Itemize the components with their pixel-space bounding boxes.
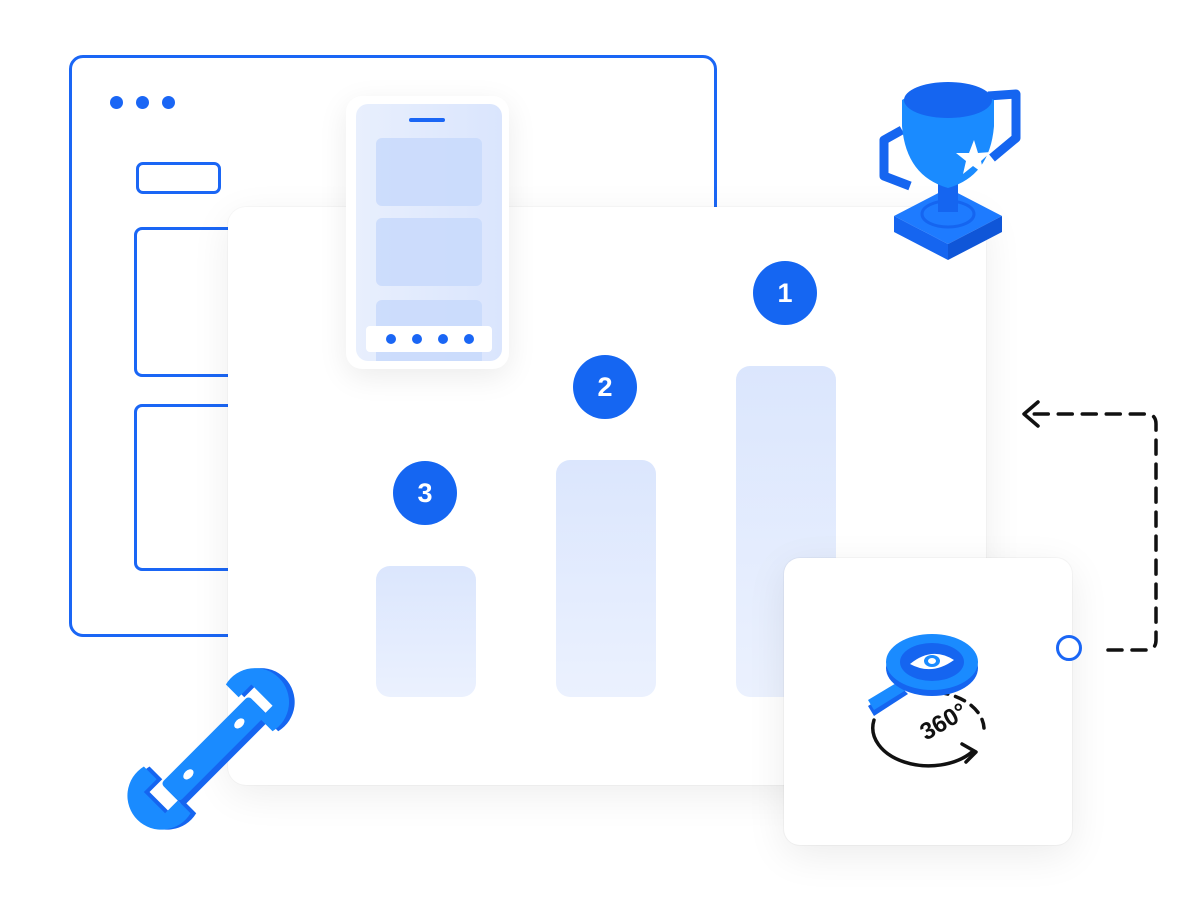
- wrench-icon: [127, 668, 295, 830]
- view360-card: [784, 558, 1072, 845]
- rank-label: 2: [597, 371, 613, 402]
- phone-screen: [356, 104, 502, 361]
- window-dot: [136, 96, 149, 109]
- trophy-icon: [879, 82, 1021, 260]
- rank-badge-1: 1: [753, 261, 817, 325]
- browser-button-placeholder: [136, 162, 221, 194]
- rank-badge-2: 2: [573, 355, 637, 419]
- rank-label: 3: [417, 477, 433, 508]
- window-dot: [162, 96, 175, 109]
- phone-content-block: [376, 218, 482, 286]
- 360-label: 360°: [916, 698, 972, 746]
- window-dot: [110, 96, 123, 109]
- podium-bar-2: [556, 460, 656, 697]
- 360-view-icon: 360°: [868, 634, 986, 768]
- nav-dot: [386, 334, 396, 344]
- phone-content-block: [376, 138, 482, 206]
- rank-label: 1: [777, 277, 793, 308]
- podium-bar-3: [376, 566, 476, 697]
- nav-dot: [412, 334, 422, 344]
- rank-badge-3: 3: [393, 461, 457, 525]
- phone-nav-bar: [366, 326, 492, 352]
- phone-mockup: [346, 96, 509, 369]
- connector-node: [1056, 635, 1082, 661]
- phone-speaker: [409, 118, 445, 122]
- nav-dot: [438, 334, 448, 344]
- nav-dot: [464, 334, 474, 344]
- dashed-arrow-left-icon: [1022, 400, 1158, 652]
